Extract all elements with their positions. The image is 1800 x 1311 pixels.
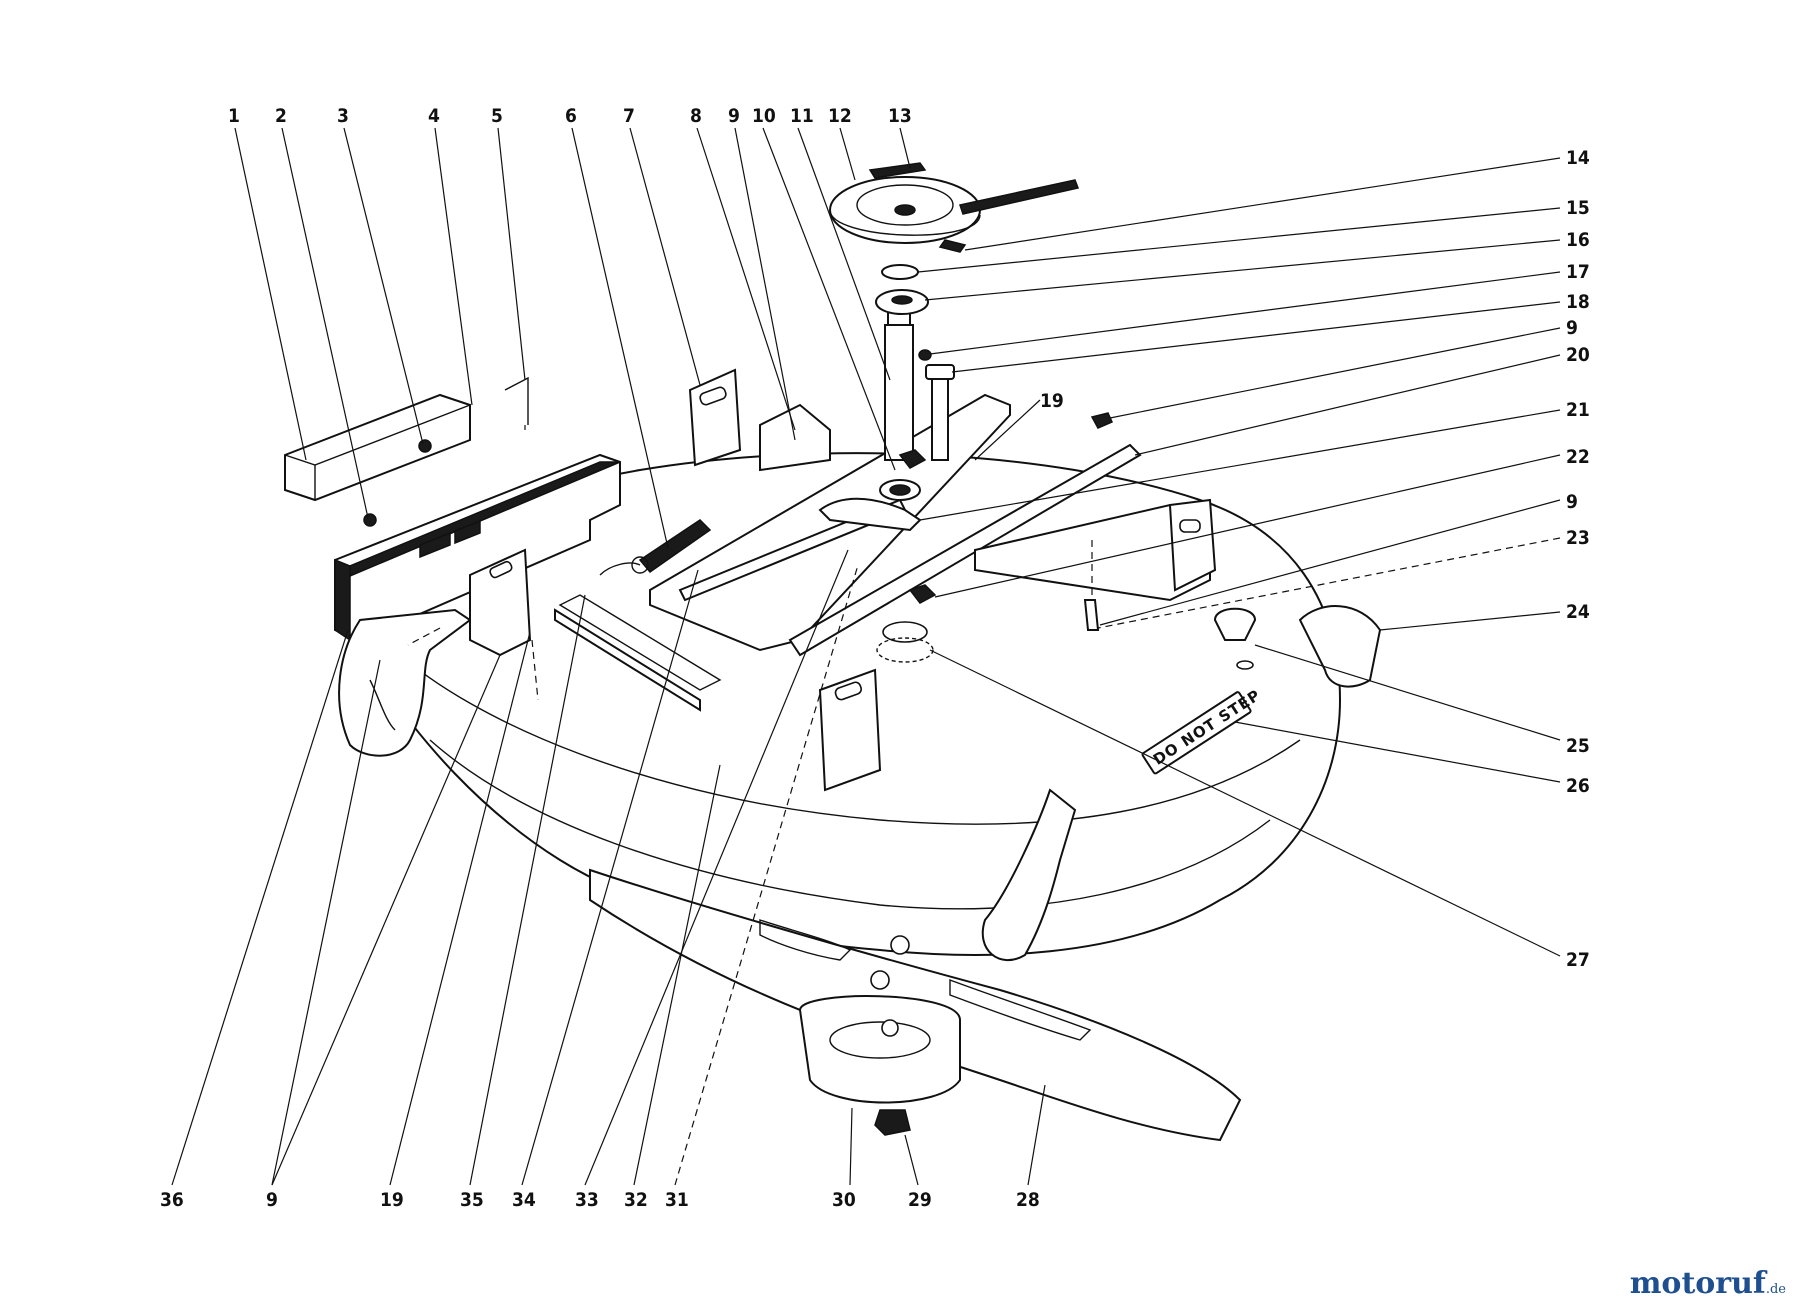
callout-bottom-32: 32 (624, 1189, 648, 1211)
pulley-12 (829, 162, 1080, 253)
callout-top-9: 9 (728, 105, 740, 127)
callout-right-27: 27 (1566, 949, 1590, 971)
callout-top-5: 5 (491, 105, 503, 127)
callout-right-25: 25 (1566, 735, 1590, 757)
callout-top-3: 3 (337, 105, 349, 127)
callout-right-9a: 9 (1566, 317, 1578, 339)
leader-lines (171, 127, 1561, 1186)
callout-bottom-33: 33 (575, 1189, 599, 1211)
callout-bottom-30: 30 (832, 1189, 856, 1211)
left-mount-bracket (469, 548, 532, 657)
callout-bottom-9: 9 (266, 1189, 278, 1211)
callout-right-15: 15 (1566, 197, 1590, 219)
watermark-logo: motoruf.de (1630, 1266, 1786, 1301)
callout-top-10: 10 (752, 105, 776, 127)
washer-16 (881, 264, 919, 280)
callout-top-11: 11 (790, 105, 814, 127)
bearing-17 (875, 289, 929, 315)
callout-top-12: 12 (828, 105, 852, 127)
callout-bottom-19: 19 (380, 1189, 404, 1211)
callout-right-14: 14 (1566, 147, 1590, 169)
blade-bolt-29 (874, 1109, 911, 1136)
callout-right-16: 16 (1566, 229, 1590, 251)
callout-top-13: 13 (888, 105, 912, 127)
front-handle (981, 788, 1077, 961)
bolt-2 (363, 513, 377, 527)
callout-bottom-35: 35 (460, 1189, 484, 1211)
callout-top-4: 4 (428, 105, 440, 127)
callout-inline-19: 19 (1040, 390, 1064, 412)
watermark-tld: .de (1765, 1282, 1786, 1297)
right-handle (1298, 605, 1382, 688)
callout-bottom-28: 28 (1016, 1189, 1040, 1211)
callout-top-7: 7 (623, 105, 635, 127)
callout-top-2: 2 (275, 105, 287, 127)
bottom-callouts: 36 9 19 35 34 33 32 31 30 29 28 (160, 1189, 1040, 1211)
front-bracket (818, 668, 882, 792)
callout-top-1: 1 (228, 105, 240, 127)
callout-top-8: 8 (690, 105, 702, 127)
bolt-23 (1083, 599, 1100, 631)
knob-25 (1213, 607, 1257, 670)
callout-right-18: 18 (1566, 291, 1590, 313)
top-callouts: 1 2 3 4 5 6 7 8 9 10 11 12 13 (228, 105, 912, 127)
nut-9-right (1090, 412, 1113, 429)
callout-right-20: 20 (1566, 344, 1590, 366)
blade-adapter-30 (798, 995, 961, 1104)
watermark-name: motoruf (1629, 1266, 1766, 1301)
callout-right-23: 23 (1566, 527, 1590, 549)
left-handle (338, 608, 472, 757)
callout-right-21: 21 (1566, 399, 1590, 421)
spring-6 (599, 519, 712, 576)
callout-top-6: 6 (565, 105, 577, 127)
callout-bottom-29: 29 (908, 1189, 932, 1211)
nut-9-top (918, 349, 932, 361)
callout-bottom-36: 36 (160, 1189, 184, 1211)
chute-bracket (284, 376, 529, 527)
callout-bottom-31: 31 (665, 1189, 689, 1211)
rear-left-bracket (688, 368, 742, 467)
callout-bottom-34: 34 (512, 1189, 536, 1211)
deflector-shield (334, 453, 621, 642)
callout-right-22: 22 (1566, 446, 1590, 468)
callout-right-24: 24 (1566, 601, 1590, 623)
callout-right-9b: 9 (1566, 491, 1578, 513)
right-callouts: 14 15 16 17 18 9 20 21 22 9 23 24 25 26 … (1566, 147, 1590, 971)
callout-right-17: 17 (1566, 261, 1590, 283)
callout-right-26: 26 (1566, 775, 1590, 797)
bolt-3 (418, 439, 432, 453)
